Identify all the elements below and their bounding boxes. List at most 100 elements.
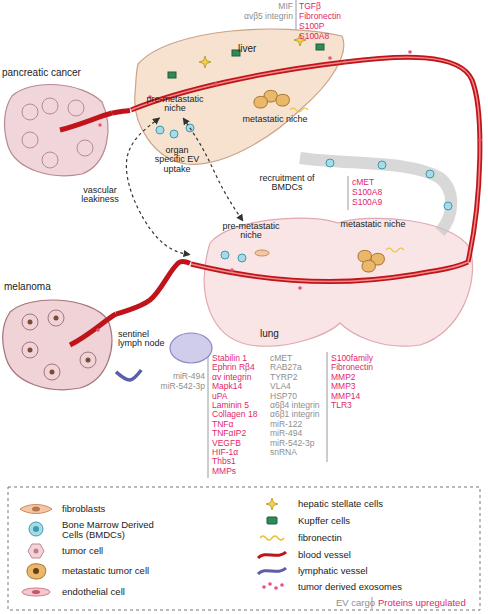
tumor-cell xyxy=(42,98,58,114)
edge-label: organ specific EV uptake xyxy=(150,146,204,174)
exosome xyxy=(96,328,100,332)
gene-label: HSP70 xyxy=(270,392,297,401)
legend-label: Proteins upregulated xyxy=(378,598,466,608)
lymph-node: sentinel lymph node xyxy=(118,326,214,370)
legend-label: tumor derived exosomes xyxy=(298,582,402,592)
tumor-cell xyxy=(48,310,64,326)
bmdc-cell xyxy=(156,126,164,134)
bmdc-vessel xyxy=(300,158,451,232)
gene-label: α6β4 integrin xyxy=(270,401,320,410)
lymphatic-icon xyxy=(258,568,286,574)
organ-shape xyxy=(135,29,344,164)
node-label: liver xyxy=(238,44,256,55)
divider-line xyxy=(348,176,349,210)
dashed-arrow xyxy=(126,118,190,255)
gene-label: Stabilin 1 xyxy=(212,354,247,363)
tumor-cell xyxy=(22,132,38,148)
organ-shape xyxy=(3,300,112,390)
exosome xyxy=(148,95,152,99)
gene-label: miR-542-3p xyxy=(270,439,314,448)
stellate-icon xyxy=(266,498,278,510)
tumor-cell xyxy=(22,342,38,358)
kupffer-icon xyxy=(267,517,277,524)
gene-label: miR-494 xyxy=(173,372,205,381)
edge-label: vascular leakiness xyxy=(76,186,124,205)
gene-label: αvβ5 integrin xyxy=(244,12,293,21)
node-label: metastatic niche xyxy=(242,115,308,124)
exosome-icon xyxy=(262,585,266,589)
bmdc-cell xyxy=(221,251,229,259)
tumor-cell xyxy=(77,140,93,156)
fibronectin-fiber xyxy=(290,108,308,112)
node-label: pre-metastatic niche xyxy=(142,95,208,114)
node-outline xyxy=(0,68,112,180)
exosome xyxy=(98,123,102,127)
exosome xyxy=(298,286,302,290)
gene-label: TNFα xyxy=(212,420,233,429)
legend-label: endothelial cell xyxy=(62,587,125,597)
gene-label: cMET xyxy=(270,354,292,363)
gene-label: Fibronectin xyxy=(299,12,341,21)
legend-label: fibronectin xyxy=(298,533,342,543)
legend-label: blood vessel xyxy=(298,550,351,560)
gene-label: Mapk14 xyxy=(212,382,242,391)
legend-label: hepatic stellate cells xyxy=(298,499,383,509)
gene-label: TNFαIP2 xyxy=(212,429,246,438)
node-label: melanoma xyxy=(4,282,51,293)
gene-label: Ephrin Rβ4 xyxy=(212,363,255,372)
exosome xyxy=(408,50,412,54)
niche-node: metastatic niche xyxy=(242,114,308,138)
niche-node: pre-metastatic niche xyxy=(142,94,208,118)
gene-label: cMET xyxy=(352,178,374,187)
metastatic-cell xyxy=(362,260,375,272)
gene-label: MMP14 xyxy=(331,392,360,401)
exosome xyxy=(478,138,482,142)
organ-shape xyxy=(170,333,212,363)
gene-label: α6β1 integrin xyxy=(270,410,320,419)
tumor-cell xyxy=(42,152,58,168)
tumor-cell xyxy=(68,100,84,116)
bmdc-nucleus xyxy=(33,526,39,532)
endothelial-nucleus xyxy=(32,590,40,594)
divider-line xyxy=(327,352,328,462)
kupffer-cell xyxy=(316,44,324,50)
legend-label: tumor cell xyxy=(62,546,103,556)
gene-label: MMP2 xyxy=(331,373,356,382)
gene-label: miR-122 xyxy=(270,420,302,429)
metastatic-cell xyxy=(254,96,267,108)
node-label: pre-metastatic niche xyxy=(218,222,284,241)
fibroblast-cell xyxy=(255,250,269,256)
blood-vessel xyxy=(112,111,130,114)
tumor-node: pancreatic cancer xyxy=(0,68,112,180)
dashed-arrow xyxy=(183,118,243,221)
organ-shape xyxy=(5,85,108,176)
legend-label: lymphatic vessel xyxy=(298,566,368,576)
tumor-cell xyxy=(44,364,60,380)
gene-label: S100A9 xyxy=(352,198,382,207)
fibroblast-icon xyxy=(20,505,52,514)
gene-label: S100A8 xyxy=(352,188,382,197)
gene-label: Collagen 18 xyxy=(212,410,257,419)
gene-label: αv integrin xyxy=(212,373,251,382)
bmdc-cell xyxy=(170,130,178,138)
exosome-icon xyxy=(274,586,278,590)
metastatic-cell-icon xyxy=(27,564,46,579)
bmdc-cell xyxy=(444,202,452,210)
annotation-label: recruitment of BMDCs xyxy=(254,174,320,193)
gene-label: snRNA xyxy=(270,448,297,457)
gene-label: HIF-1α xyxy=(212,448,238,457)
exosome xyxy=(230,268,234,272)
bmdc-cell xyxy=(426,170,434,178)
kupffer-cell xyxy=(168,72,176,78)
node-label: sentinel lymph node xyxy=(118,330,168,349)
gene-label: S100A8 xyxy=(299,32,329,41)
exosome-icon xyxy=(268,582,272,586)
tumor-nucleus xyxy=(86,358,91,363)
metastatic-cell-nucleus xyxy=(33,568,39,574)
tumor-cell xyxy=(22,104,38,120)
gene-label: MIF xyxy=(278,2,293,11)
legend-label: Bone Marrow Derived Cells (BMDCs) xyxy=(62,520,172,540)
gene-label: Fibronectin xyxy=(331,363,373,372)
node-label: metastatic niche xyxy=(340,220,406,229)
tumor-cell-nucleus xyxy=(34,549,39,554)
